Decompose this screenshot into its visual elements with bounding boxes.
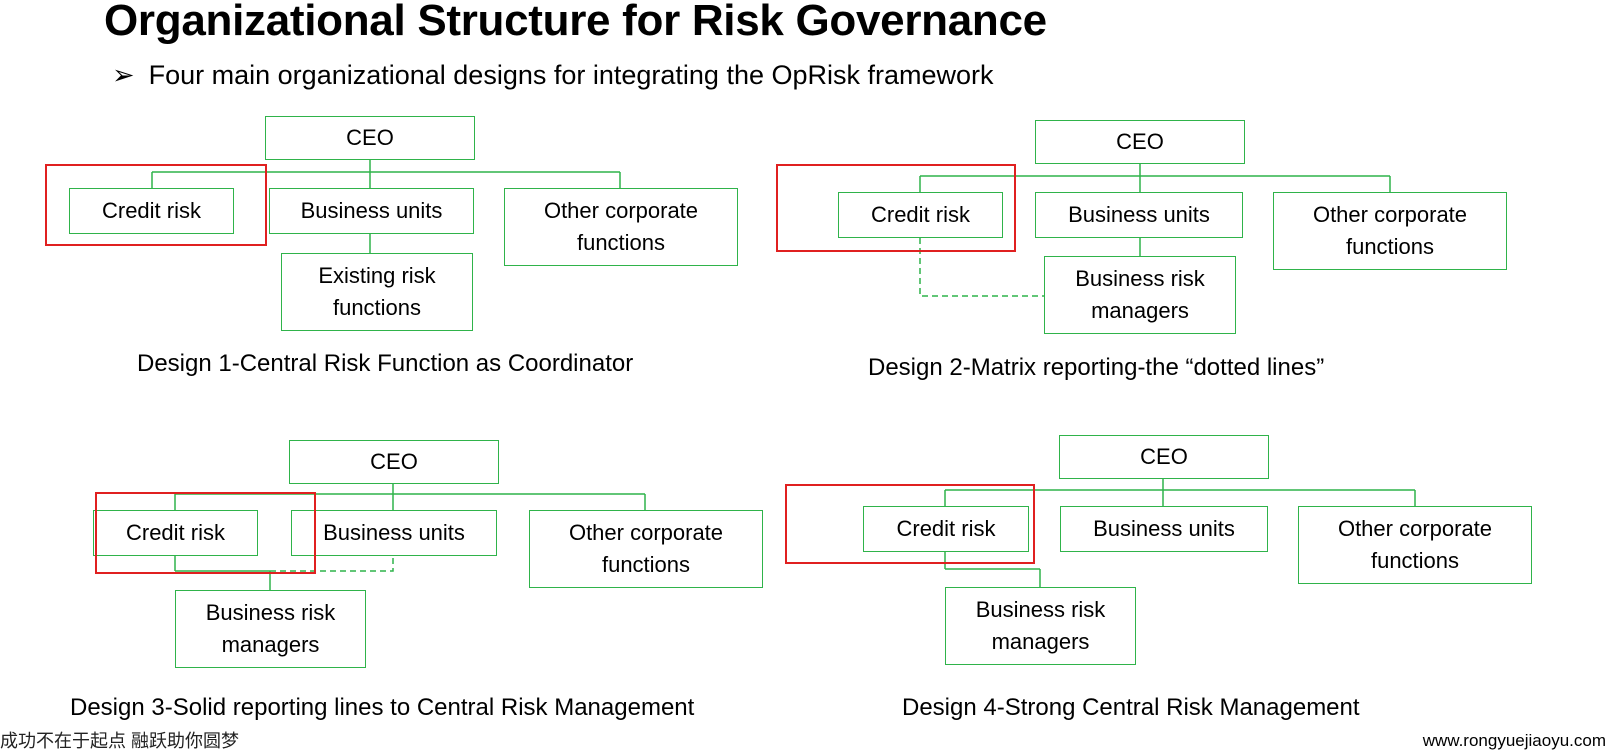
d1-existing-risk-box: Existing risk functions	[281, 253, 473, 331]
arrow-bullet-icon: ➢	[112, 60, 135, 90]
d2-dotted-line	[919, 238, 1044, 297]
d3-business-risk-line2: managers	[221, 632, 320, 657]
d4-other-corporate-line1: Other corporate	[1337, 516, 1493, 541]
d2-other-corporate-box: Other corporate functions	[1273, 192, 1507, 270]
d3-credit-risk-label: Credit risk	[125, 520, 225, 545]
d2-business-units-box: Business units	[1035, 192, 1243, 238]
d4-business-units-box: Business units	[1060, 506, 1268, 552]
d3-business-units-label: Business units	[323, 520, 465, 545]
d1-other-corporate-box: Other corporate functions	[504, 188, 738, 266]
d2-other-corporate-line2: functions	[1345, 234, 1435, 259]
subtitle-text: Four main organizational designs for int…	[148, 60, 994, 90]
d1-business-units-box: Business units	[269, 188, 474, 234]
d1-ceo-label: CEO	[346, 125, 394, 150]
d3-business-risk-box: Business risk managers	[175, 590, 366, 668]
d3-caption: Design 3-Solid reporting lines to Centra…	[70, 694, 695, 721]
d1-existing-risk-line1: Existing risk	[318, 263, 436, 288]
footer-website: www.rongyuejiaoyu.com	[1422, 731, 1606, 750]
page-title: Organizational Structure for Risk Govern…	[104, 0, 1047, 45]
d2-credit-risk-box: Credit risk	[838, 192, 1003, 238]
d2-ceo-box: CEO	[1035, 120, 1245, 164]
d4-ceo-label: CEO	[1140, 444, 1188, 469]
d4-business-risk-line2: managers	[991, 629, 1090, 654]
d1-existing-risk-line2: functions	[332, 295, 422, 320]
d4-other-corporate-line2: functions	[1370, 548, 1460, 573]
footer-slogan: 成功不在于起点 融跃助你圆梦	[0, 731, 239, 751]
d2-ceo-label: CEO	[1116, 129, 1164, 154]
d3-other-corporate-line2: functions	[601, 552, 691, 577]
d3-ceo-box: CEO	[289, 440, 499, 484]
d3-other-corporate-box: Other corporate functions	[529, 510, 763, 588]
d1-caption: Design 1-Central Risk Function as Coordi…	[137, 350, 634, 377]
d3-business-risk-line1: Business risk	[205, 600, 336, 625]
d2-business-risk-line1: Business risk	[1075, 266, 1205, 291]
d1-ceo-box: CEO	[265, 116, 475, 160]
d4-business-risk-box: Business risk managers	[945, 587, 1136, 665]
d4-caption: Design 4-Strong Central Risk Management	[902, 694, 1360, 721]
d3-other-corporate-line1: Other corporate	[568, 520, 724, 545]
d1-credit-risk-box: Credit risk	[69, 188, 234, 234]
d4-business-risk-line1: Business risk	[975, 597, 1106, 622]
d3-credit-risk-box: Credit risk	[93, 510, 258, 556]
subtitle: ➢ Four main organizational designs for in…	[112, 60, 994, 91]
d2-business-units-label: Business units	[1068, 202, 1210, 227]
d3-ceo-label: CEO	[370, 449, 418, 474]
d3-highlight-frame	[95, 492, 316, 574]
d2-credit-risk-label: Credit risk	[870, 202, 970, 227]
d2-business-risk-line2: managers	[1091, 298, 1189, 323]
d2-highlight-frame	[776, 164, 1016, 252]
d2-business-risk-box: Business risk managers	[1044, 256, 1236, 334]
d2-caption: Design 2-Matrix reporting-the “dotted li…	[868, 354, 1325, 381]
d3-business-units-box: Business units	[291, 510, 497, 556]
d4-ceo-box: CEO	[1059, 435, 1269, 479]
d4-credit-risk-box: Credit risk	[863, 506, 1029, 552]
d4-other-corporate-box: Other corporate functions	[1298, 506, 1532, 584]
d1-credit-risk-label: Credit risk	[101, 198, 201, 223]
d2-other-corporate-line1: Other corporate	[1312, 202, 1468, 227]
d1-business-units-label: Business units	[300, 198, 443, 223]
d4-business-units-label: Business units	[1093, 516, 1235, 541]
d1-highlight-frame	[45, 164, 267, 246]
d4-highlight-frame	[785, 484, 1035, 564]
d1-other-corporate-line2: functions	[576, 230, 666, 255]
d3-dotted-line	[270, 556, 394, 572]
d1-other-corporate-line1: Other corporate	[543, 198, 699, 223]
d4-credit-risk-label: Credit risk	[896, 516, 996, 541]
